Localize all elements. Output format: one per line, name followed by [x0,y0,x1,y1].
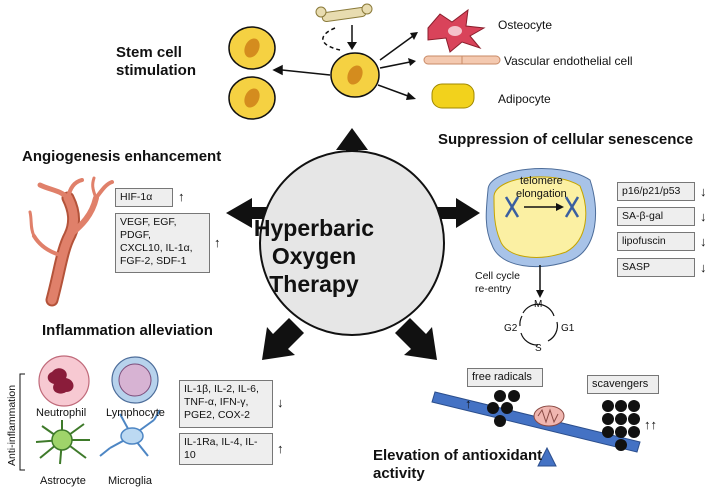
microglia-icon [99,409,161,457]
scavengers-up-arrow: ↑↑ [644,417,657,432]
phase-g1: G1 [561,323,575,334]
marker-down-arrow-3: ↓ [700,234,707,249]
marker-down-arrow-1: ↓ [700,184,707,199]
hif-up-arrow: ↑ [178,189,185,204]
stem-cells [228,26,380,120]
center-title: Hyperbaric Oxygen Therapy [253,215,375,297]
pro-inflammatory-box: IL-1β, IL-2, IL-6, TNF-α, IFN-γ, PGE2, C… [179,380,273,428]
endothelial-cell-icon [423,55,501,65]
growth-factors-box: VEGF, EGF, PDGF, CXCL10, IL-1α, FGF-2, S… [115,213,210,273]
blood-vessel-icon [28,176,114,307]
adipocyte-icon [431,83,475,109]
marker-sasp: SASP [617,258,695,277]
lymphocyte-icon [111,356,159,404]
chromosome-icon [504,196,580,218]
center-circle [259,150,445,336]
hif-box: HIF-1α [115,188,173,207]
arrow-left [226,198,276,228]
free-radicals-up-arrow: ↑ [465,396,472,411]
growth-factors-up-arrow: ↑ [214,235,221,250]
marker-down-arrow-2: ↓ [700,209,707,224]
astrocyte-icon [35,420,90,465]
osteocyte-label: Osteocyte [498,18,553,32]
angiogenesis-title: Angiogenesis enhancement [22,148,222,165]
inflammation-title: Inflammation alleviation [42,322,213,339]
free-radicals-dots [487,390,520,427]
cell-cycle-label: Cell cycle re-entry [475,270,520,295]
adipocyte-label: Adipocyte [498,92,551,106]
cell-cycle-icon [519,303,559,346]
phase-s: S [535,343,542,354]
endothelial-label: Vascular endothelial cell [504,54,633,68]
microglia-label: Microglia [108,475,153,487]
arrow-right [432,198,480,228]
neutrophil-icon [38,355,90,407]
marker-sa-beta-gal: SA-β-gal [617,207,695,226]
neutrophil-label: Neutrophil [36,407,87,419]
marker-lipofuscin: lipofuscin [617,232,695,251]
senescence-title: Suppression of cellular senescence [438,131,694,148]
telomere-label: telomere elongation [516,175,567,200]
seesaw-icon [431,391,641,467]
marker-down-arrow-4: ↓ [700,260,707,275]
marker-p16: p16/p21/p53 [617,182,695,201]
anti-inflammatory-box: IL-1Ra, IL-4, IL- 10 [179,433,273,465]
radial-arrows [226,128,480,360]
scavengers-box: scavengers [587,375,659,394]
bone-icon [315,3,373,22]
phase-m: M [534,299,543,310]
arrow-down-left [262,318,304,360]
scavengers-dots [602,400,640,451]
pro-inflammatory-down-arrow: ↓ [277,395,284,410]
anti-inflammation-label: Anti-inflammation [6,384,18,466]
astrocyte-label: Astrocyte [40,475,86,487]
osteocyte-icon [427,8,486,53]
arrow-down-right [395,318,437,360]
stem-cell-title: Stem cell stimulation [116,44,197,79]
phase-g2: G2 [504,323,518,334]
anti-inflammatory-up-arrow: ↑ [277,441,284,456]
antioxidant-title: Elevation of antioxidant activity [373,447,543,482]
stem-arrows [272,32,418,100]
free-radicals-box: free radicals [467,368,543,387]
lymphocyte-label: Lymphocyte [106,407,165,419]
